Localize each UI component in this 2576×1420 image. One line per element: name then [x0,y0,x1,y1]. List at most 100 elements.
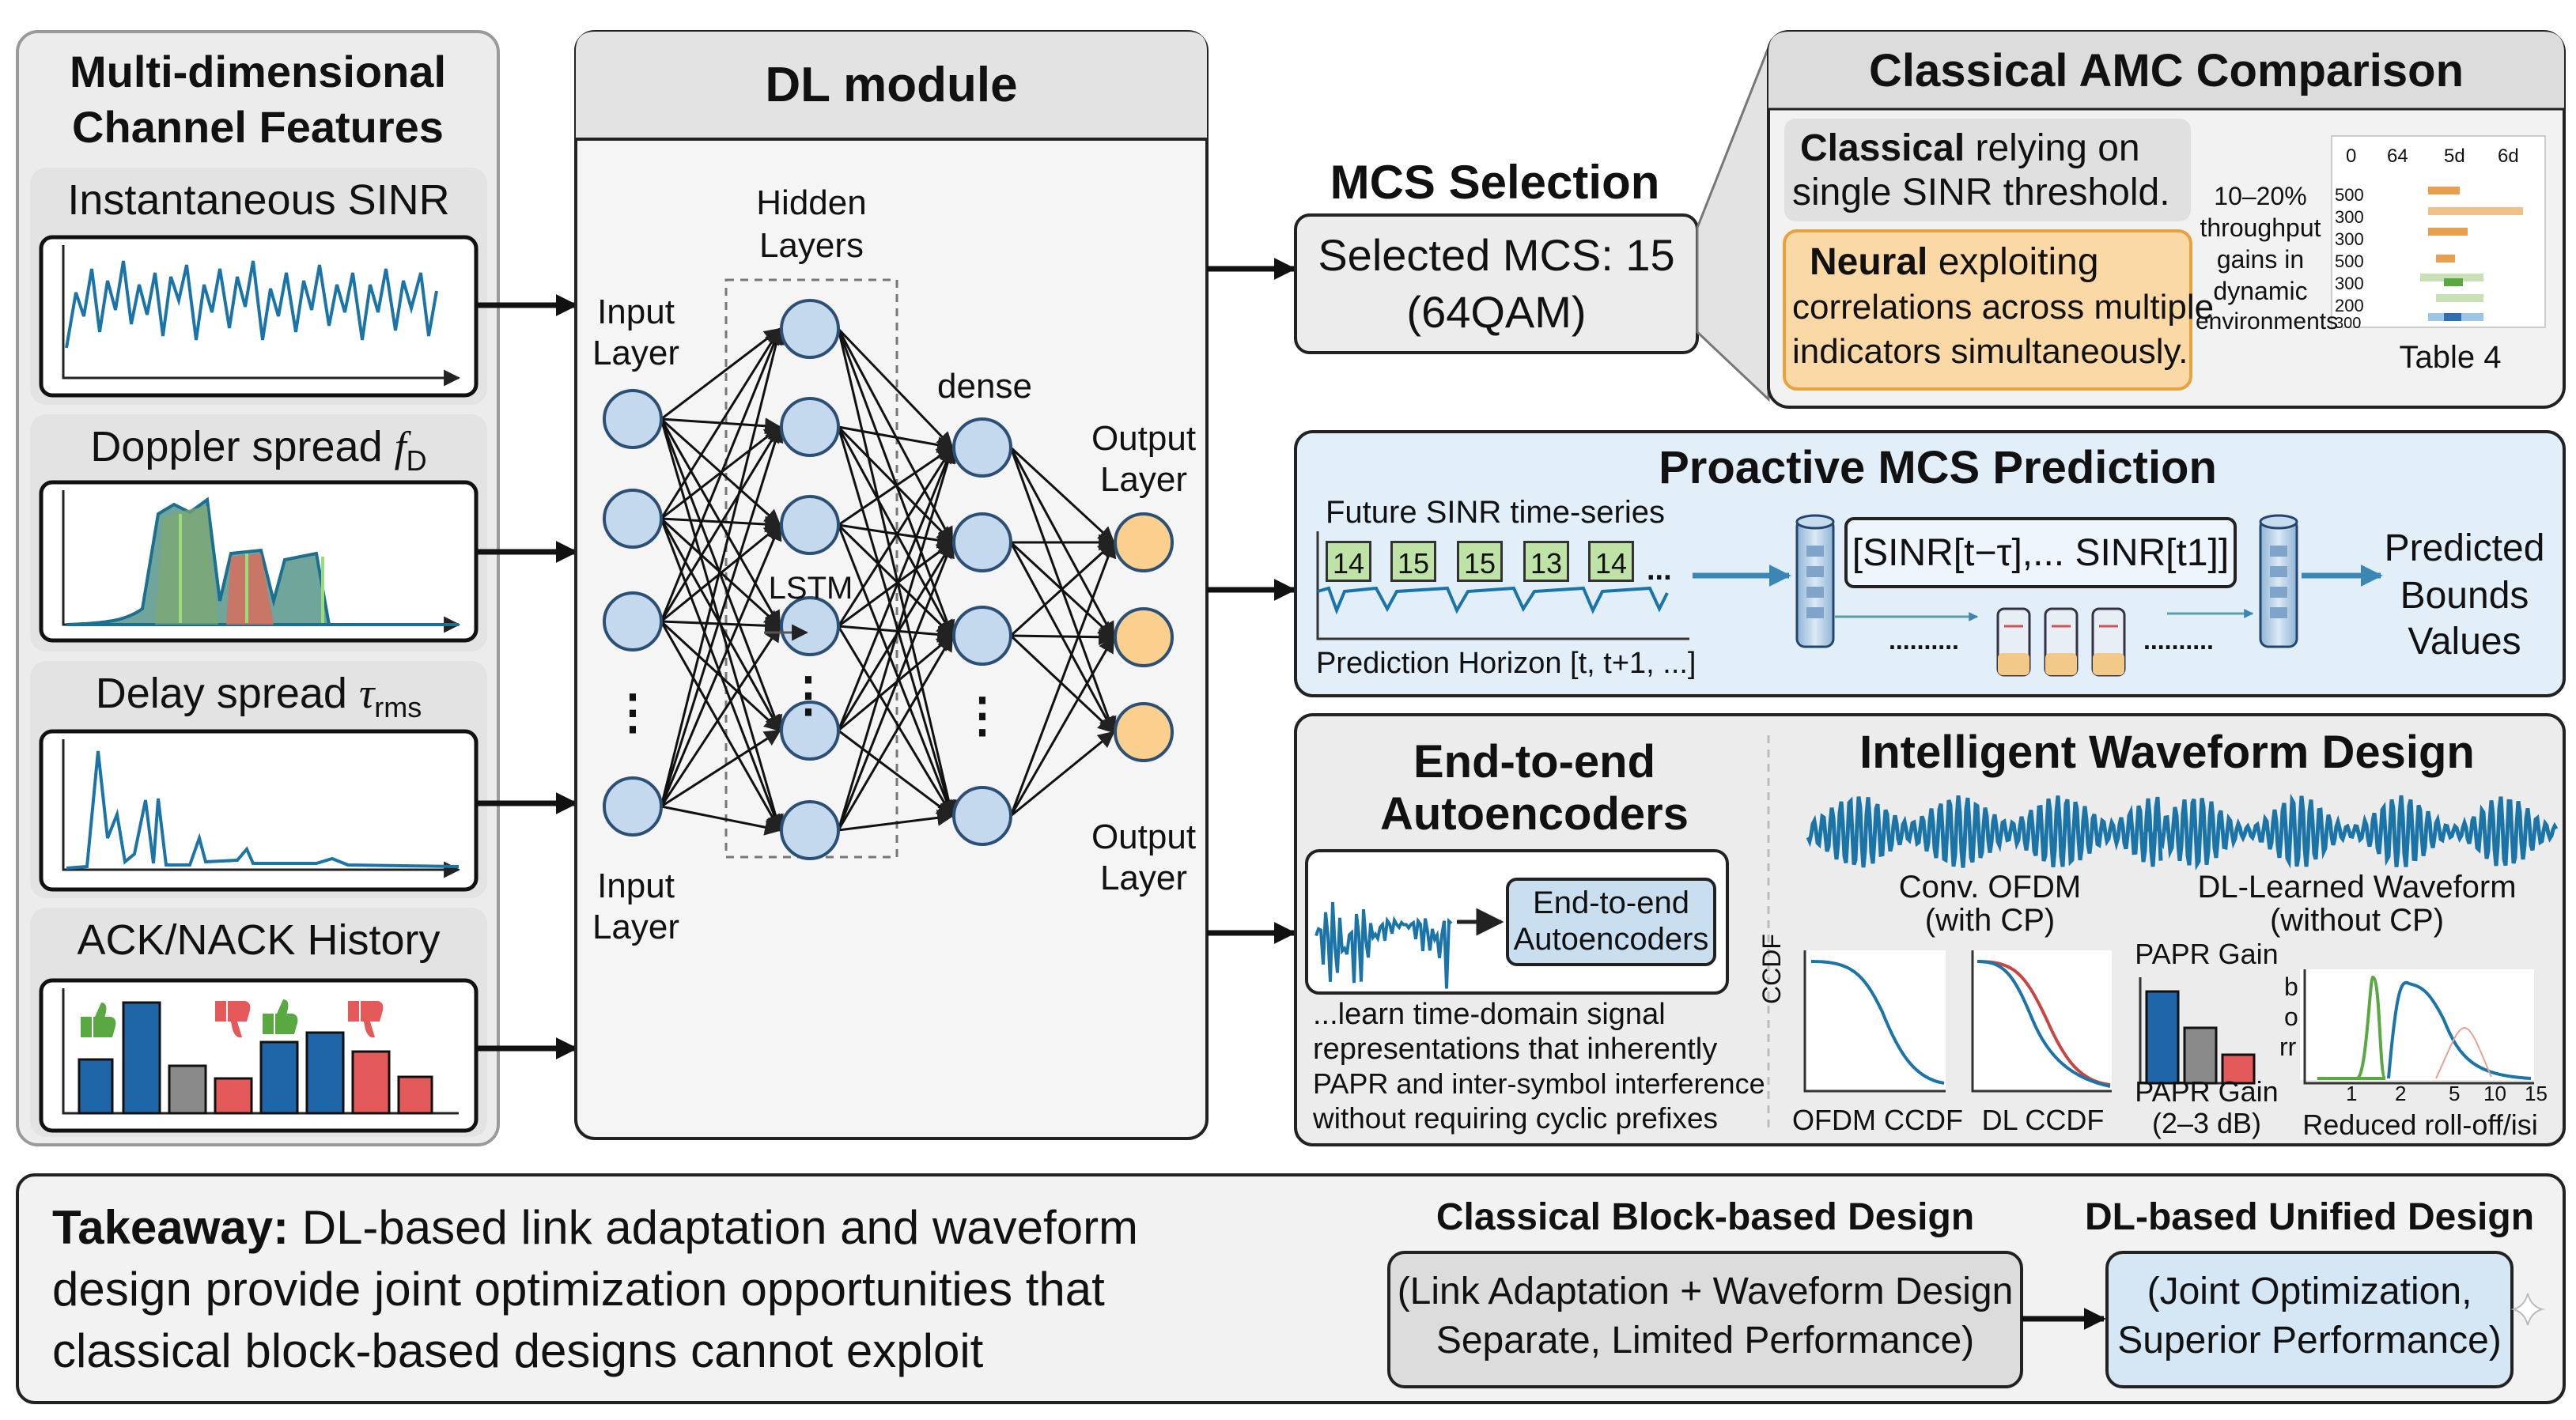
neuron-input [603,776,663,837]
autoencoder-desc-3: PAPR and inter-symbol interference [1313,1067,1765,1100]
neuron-output [1114,607,1174,667]
conv-ofdm-waveform [1806,795,2163,868]
mini-table-bar [2436,294,2483,302]
nn-edge [660,327,781,519]
nn-edge [837,634,954,831]
papr-gain-chart [2139,977,2256,1085]
feature-label-delay: Delay spread τrms [30,669,487,724]
nn-edge [838,523,955,549]
nn-edge [660,327,781,421]
nn-edge [660,617,782,634]
autoencoder-desc-4: without requiring cyclic prefixes [1313,1102,1719,1135]
autoencoder-desc-2: representations that inherently [1313,1033,1718,1066]
waveform-title: Intelligent Waveform Design [1859,727,2475,778]
neural-bold: Neural [1810,241,1928,283]
nn-edge [1009,541,1115,637]
dl-design-line2: Superior Performance) [2117,1320,2502,1361]
neuron-input [603,591,663,651]
sinr-value-box: 15 [1390,541,1436,582]
table-row-5: 200 [2335,296,2364,315]
thumbs-down-icon [215,1001,251,1038]
delay-curve [66,750,460,870]
nn-edge [838,541,954,628]
encoder-cylinder-icon [1795,514,1835,648]
autoencoder-waveform-panel [1294,713,2566,1146]
nn-edge [660,327,782,622]
classical-design-line2: Separate, Limited Performance) [1436,1320,1975,1361]
mini-table-bar [2444,313,2461,321]
feature-label-ack: ACK/NACK History [77,916,441,964]
nn-edge [660,620,781,732]
dl-learned-waveform [2143,793,2559,871]
ack-bar-3 [168,1064,207,1115]
table-header-0: 0 [2346,145,2357,167]
table-row-1: 300 [2335,207,2364,227]
feature-label-sinr: Instantaneous SINR [67,176,450,224]
mcs-value-line2: (64QAM) [1406,287,1587,337]
autoencoder-box-line1: End-to-end [1533,886,1689,920]
neural-rest: exploiting [1927,241,2099,283]
autoencoder-desc-1: ...learn time-domain signal [1313,998,1666,1031]
rolloff-tick-5: 5 [2449,1082,2461,1105]
nn-edge [660,425,781,622]
delay-plot-frame [39,729,479,892]
output-label-top-line2: Layer [1099,460,1188,499]
dotted-left: .......... [1889,626,1959,655]
lstm-label: LSTM [768,571,853,606]
doppler-label-text: Doppler spread [90,423,395,470]
sinr-value-box: 15 [1457,541,1503,582]
input-label-top-line2: Layer [592,334,680,372]
nn-edge [838,425,955,453]
nn-edge [660,523,781,623]
nn-edge [837,446,954,627]
mini-table-bar [2444,278,2463,286]
neuron-dense [952,606,1012,666]
thumbs-down-icon-2 [348,1001,384,1038]
gain-line-2: throughput [2200,213,2321,242]
nn-edge [660,523,782,807]
nn-edge [837,524,955,818]
proactive-title: Proactive MCS Prediction [1659,442,2217,493]
autoencoder-title-line2: Autoencoders [1380,788,1689,840]
neuron-dense [952,786,1012,846]
neural-note-line2: correlations across multiple [1792,288,2215,327]
dl-design-title: DL-based Unified Design [2084,1196,2535,1238]
takeaway-line2: design provide joint optimization opport… [52,1263,1105,1316]
conv-label-line2: (with CP) [1924,903,2056,938]
nn-edge [837,446,955,731]
predicted-line2: Bounds [2400,575,2529,617]
feature-label-doppler: Doppler spread fD [30,422,487,478]
dl-ccdf-label: DL CCDF [1981,1104,2105,1136]
nn-edge [837,328,954,544]
nn-edge [837,426,954,637]
neuron-hidden [780,701,840,761]
classical-note-line1: Classical relying on [1800,127,2140,170]
mini-table-bar [2420,274,2483,281]
lstm-cell-icons [1996,607,2126,677]
nn-edge [838,809,955,832]
takeaway-bold: Takeaway: [52,1201,289,1254]
neural-note-box [1783,229,2192,391]
neuron-dense [952,417,1012,478]
papr-gain-bottom-line1: PAPR Gain [2135,1075,2279,1108]
nn-edge [660,516,782,533]
doppler-green-band [155,506,218,625]
dl-design-line1: (Joint Optimization, [2147,1271,2472,1312]
sparkle-icon [2510,1293,2545,1326]
gain-line-3: gains in [2216,245,2305,274]
table-row-6: 300 [2335,315,2362,332]
ack-bar-6 [305,1031,345,1115]
table-header-1: 64 [2387,145,2408,167]
nn-edge [838,446,954,527]
mini-table-bar [2436,255,2455,262]
nn-edge [660,418,783,732]
classical-note-line2: single SINR threshold. [1792,172,2170,213]
nn-edge [838,625,955,643]
ccdf-axis-label: CCDF [1757,934,1786,1004]
dl-module-title: DL module [765,58,1018,112]
ack-bar-8 [397,1075,433,1115]
sinr-formula: [SINR[t−τ],... SINR[t1]] [1852,532,2230,574]
ack-bar-5 [259,1040,299,1115]
classical-amc-header [1768,32,2564,109]
dl-ccdf-chart [1971,950,2112,1093]
